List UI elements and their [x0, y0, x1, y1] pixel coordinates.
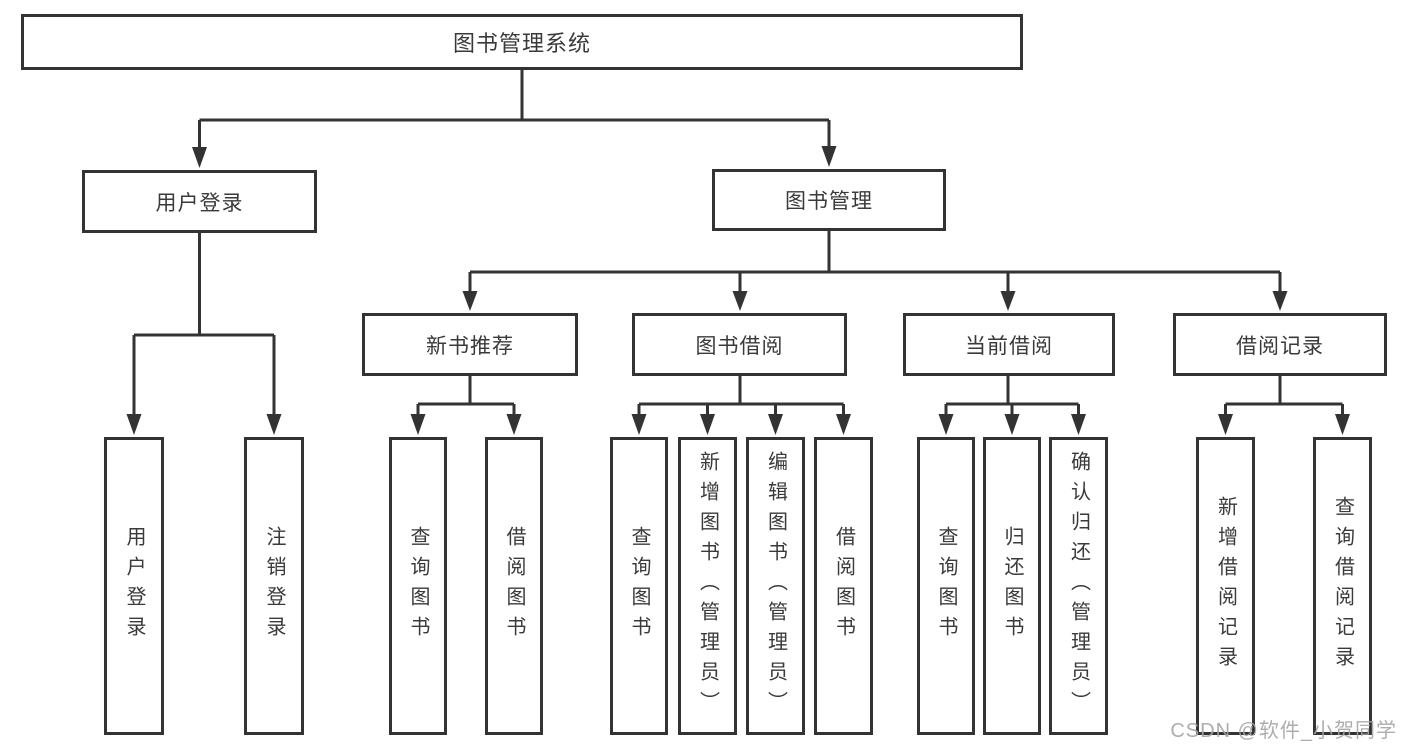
- node-label: 新增图书（管理员）: [696, 451, 719, 721]
- leaf-current-return-books: 归还图书: [983, 437, 1041, 735]
- leaf-recommend-borrow-books: 借阅图书: [485, 437, 543, 735]
- connector-user-login-children: [126, 233, 282, 435]
- node-book-management: 图书管理: [712, 169, 946, 231]
- node-label: 查询图书: [407, 526, 429, 646]
- node-label: 查询图书: [628, 526, 650, 646]
- leaf-borrow-edit-books-admin: 编辑图书（管理员）: [746, 437, 805, 735]
- node-borrow-records: 借阅记录: [1173, 313, 1387, 376]
- connector-current-borrow-children: [938, 376, 1086, 435]
- leaf-records-add-borrow-record: 新增借阅记录: [1196, 437, 1255, 735]
- node-current-borrow: 当前借阅: [903, 313, 1115, 376]
- node-label: 图书借阅: [695, 334, 784, 358]
- connector-book-management-children: [462, 231, 1288, 311]
- leaf-current-confirm-return-admin: 确认归还（管理员）: [1049, 437, 1108, 735]
- connector-new-book-children: [410, 376, 522, 435]
- node-label: 编辑图书（管理员）: [764, 451, 787, 721]
- connector-root-to-level2: [192, 70, 837, 168]
- node-label: 当前借阅: [965, 334, 1053, 358]
- leaf-current-query-books: 查询图书: [917, 437, 975, 735]
- node-label: 图书管理: [785, 190, 873, 213]
- node-label: 用户登录: [155, 191, 244, 215]
- node-label: 用户登录: [123, 526, 145, 646]
- leaf-user-login: 用户登录: [104, 437, 164, 735]
- leaf-records-query-borrow-record: 查询借阅记录: [1313, 437, 1372, 735]
- node-label: 确认归还（管理员）: [1067, 451, 1090, 721]
- node-label: 新增借阅记录: [1214, 496, 1237, 676]
- node-label: 借阅图书: [503, 526, 525, 646]
- node-label: 注销登录: [263, 526, 285, 646]
- node-label: 归还图书: [1001, 526, 1023, 646]
- leaf-recommend-query-books: 查询图书: [389, 437, 447, 735]
- node-book-borrow: 图书借阅: [632, 313, 847, 376]
- node-label: 借阅记录: [1236, 334, 1324, 358]
- leaf-borrow-borrow-books: 借阅图书: [814, 437, 873, 735]
- leaf-logout-login: 注销登录: [244, 437, 304, 735]
- node-label: 新书推荐: [426, 334, 514, 358]
- connector-borrow-records-children: [1218, 376, 1350, 435]
- node-library-management-system: 图书管理系统: [21, 14, 1023, 70]
- node-label: 借阅图书: [832, 526, 855, 646]
- node-label: 查询图书: [935, 526, 957, 646]
- node-user-login: 用户登录: [82, 170, 317, 233]
- leaf-borrow-query-books: 查询图书: [610, 437, 668, 735]
- node-new-book-recommend: 新书推荐: [362, 313, 578, 376]
- connector-book-borrow-children: [631, 376, 851, 435]
- node-label: 图书管理系统: [452, 31, 591, 56]
- node-label: 查询借阅记录: [1331, 496, 1354, 676]
- leaf-borrow-add-books-admin: 新增图书（管理员）: [678, 437, 737, 735]
- watermark-text: CSDN @软件_小贺同学: [1170, 720, 1397, 742]
